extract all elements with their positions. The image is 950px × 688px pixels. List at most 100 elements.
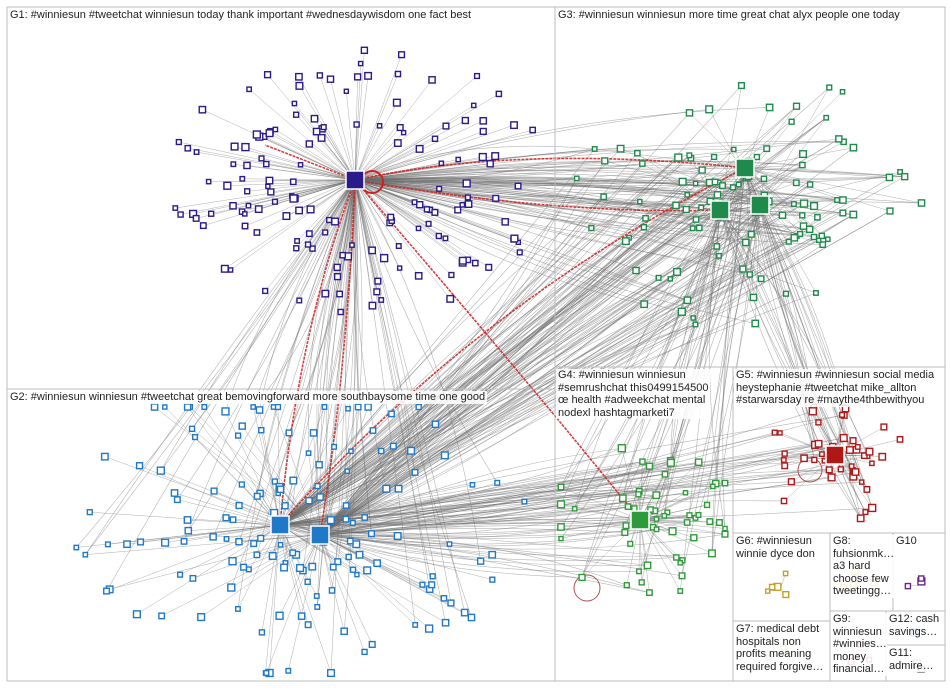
node (684, 192, 691, 198)
edge (279, 524, 368, 571)
node (297, 612, 306, 620)
edge (76, 179, 356, 548)
node (814, 213, 821, 221)
node (241, 142, 250, 152)
edge (293, 179, 356, 199)
node (184, 526, 193, 535)
node (246, 86, 253, 93)
edge (202, 109, 356, 181)
node (396, 124, 404, 132)
node (304, 241, 312, 248)
node (454, 206, 462, 214)
node (293, 245, 300, 252)
hub-node (750, 195, 770, 215)
node (368, 246, 377, 255)
node (245, 566, 252, 573)
edge (719, 209, 816, 445)
node (334, 558, 342, 566)
edge (706, 167, 746, 506)
node (653, 526, 660, 533)
edge (267, 74, 356, 181)
node (373, 288, 381, 296)
node (222, 514, 230, 522)
edge (319, 311, 682, 536)
node (407, 446, 416, 455)
node (326, 216, 333, 224)
node (415, 225, 422, 232)
node (210, 487, 218, 495)
node (695, 224, 703, 232)
node (235, 537, 243, 546)
edge (354, 79, 433, 181)
edge (319, 163, 643, 536)
edge (224, 179, 356, 269)
edge (233, 163, 356, 181)
edge (201, 534, 321, 618)
edge (319, 270, 637, 536)
edge (759, 204, 873, 509)
edge (252, 179, 356, 408)
node (634, 149, 641, 157)
node (306, 205, 315, 214)
node (289, 476, 298, 485)
node (501, 218, 510, 226)
node (556, 500, 566, 509)
node (416, 200, 424, 209)
edge (354, 148, 767, 181)
node (782, 590, 790, 599)
node (479, 127, 487, 136)
node (415, 403, 422, 411)
node (839, 411, 846, 418)
node (488, 550, 497, 559)
node (316, 493, 324, 501)
node (557, 483, 565, 491)
node (818, 451, 825, 458)
edge (279, 211, 760, 526)
edge (319, 506, 629, 537)
node (253, 551, 261, 559)
edge (319, 237, 795, 536)
edge (252, 179, 356, 408)
node (442, 235, 449, 242)
node (616, 144, 625, 153)
highlight-edge (319, 179, 356, 536)
highlight-edge (354, 179, 641, 521)
group-label-g3: G3: #winniesun winniesun more time great… (556, 9, 902, 22)
edge (275, 129, 356, 181)
edge (354, 129, 533, 181)
node (711, 178, 719, 186)
node (369, 427, 377, 434)
node (799, 150, 808, 159)
edge (136, 524, 281, 615)
edge (267, 179, 356, 187)
node (388, 410, 395, 418)
edge (639, 486, 713, 521)
node (668, 527, 677, 536)
node (296, 563, 305, 573)
edge (719, 209, 854, 215)
highlight-edge (279, 167, 746, 526)
node (851, 468, 860, 476)
node (172, 205, 179, 211)
node (305, 450, 312, 456)
edge (279, 148, 621, 526)
edge (319, 414, 843, 536)
node (353, 73, 362, 81)
group-label-g11: G11: admire… (887, 647, 936, 672)
edge (179, 524, 281, 575)
edge (319, 469, 830, 536)
node (467, 613, 476, 622)
node (849, 210, 858, 219)
edge (354, 167, 905, 181)
node (731, 146, 737, 153)
node (591, 146, 598, 152)
node (321, 289, 330, 298)
edge (279, 292, 817, 526)
node (314, 603, 321, 610)
node (492, 194, 500, 202)
edge (279, 524, 309, 625)
node (364, 403, 372, 411)
edge (574, 209, 721, 509)
edge (319, 149, 735, 536)
group-label-g5: G5: #winniesun #winniesun social media h… (734, 369, 937, 407)
